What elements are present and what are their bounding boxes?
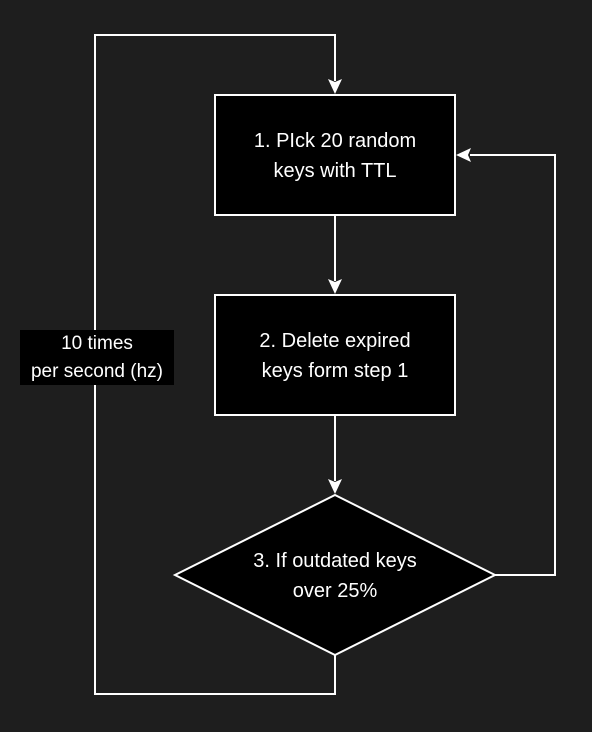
loop-label-line2: per second (hz) (31, 361, 163, 382)
arrowhead-down (328, 79, 342, 94)
loop-label-line1: 10 times (61, 333, 133, 354)
node-step2: 2. Delete expired keys form step 1 (214, 294, 456, 416)
node-step2-line2: keys form step 1 (262, 360, 409, 382)
node-step1-line2: keys with TTL (274, 160, 397, 182)
arrowhead-left (456, 148, 471, 162)
arrowhead-down (328, 279, 342, 294)
edge-step2-to-step3 (328, 415, 342, 494)
edge-step3-yes-back-to-step1 (456, 148, 556, 576)
loop-edge-label: 10 times per second (hz) (20, 330, 174, 385)
node-step3-line2: over 25% (293, 580, 378, 602)
node-step1-line1: 1. PIck 20 random (254, 130, 416, 152)
node-step3-decision: 3. If outdated keys over 25% (172, 493, 498, 657)
node-step2-line1: 2. Delete expired (259, 330, 410, 352)
arrowhead-down (328, 479, 342, 494)
node-step1: 1. PIck 20 random keys with TTL (214, 94, 456, 216)
node-step3-line1: 3. If outdated keys (253, 550, 416, 572)
edge-step1-to-step2 (328, 215, 342, 294)
